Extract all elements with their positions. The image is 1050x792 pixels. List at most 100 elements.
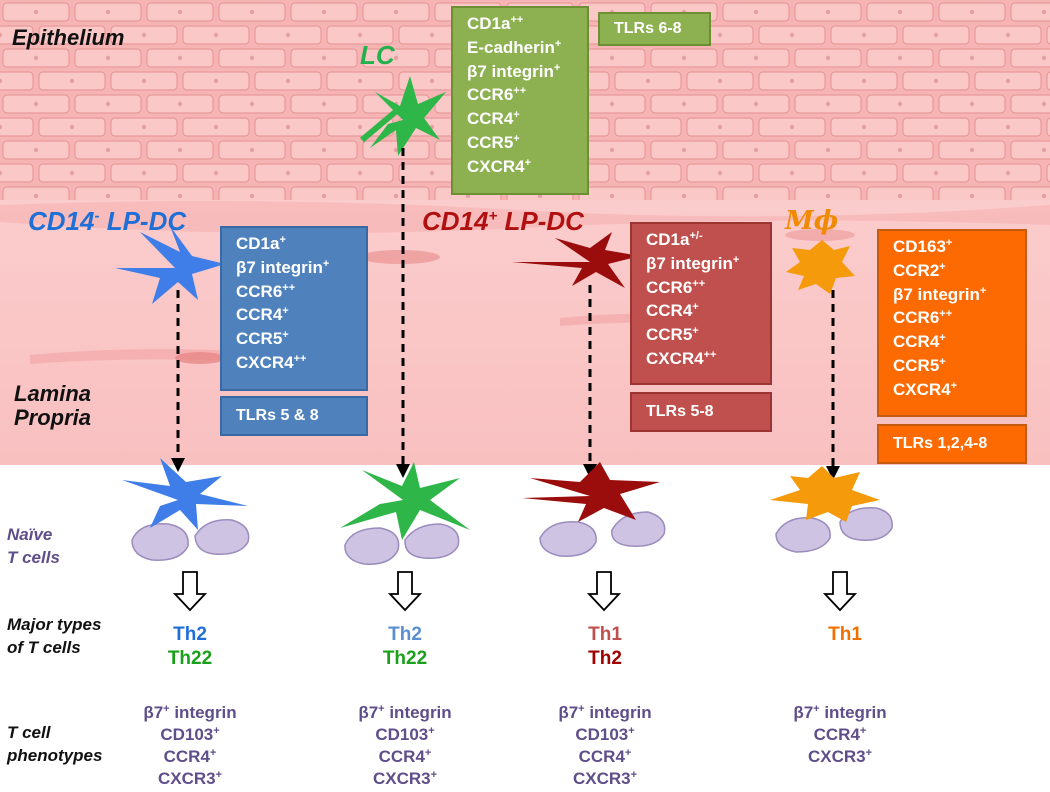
macrophage-marker-name: CXCR4 (893, 379, 951, 399)
lc-marker-level: ++ (513, 85, 527, 98)
cd14neg-marker-2: CCR6++ (236, 280, 352, 304)
lc-marker-name: CCR5 (467, 132, 514, 152)
cd14neg-marker-name: CD1a (236, 234, 280, 253)
cd14pos-phenotype-sup: + (630, 769, 638, 782)
cd14neg-phenotype-0: β7+ integrin (105, 702, 275, 724)
cd14neg-lpdc-cell-icon (115, 226, 225, 304)
macrophage-phenotype-sup: + (813, 703, 820, 715)
cd14neg-phenotype-sup: + (163, 703, 170, 715)
macrophage-marker-name: CD163 (893, 237, 946, 256)
cd14pos-marker-0: CD1a+/- (646, 228, 756, 252)
cd14pos-marker-name: CCR5 (646, 325, 693, 345)
cd14pos-marker-4: CCR5+ (646, 323, 756, 347)
phenotypes-line1: T cell (7, 723, 51, 742)
lc-marker-name: E-cadherin (467, 37, 555, 57)
cd14neg-marker-1: β7 integrin+ (236, 256, 352, 280)
lc-name-text: LC (360, 40, 395, 70)
macrophage-marker-0: CD163+ (893, 235, 1011, 259)
lc-marker-box: CD1a++E-cadherin+β7 integrin+CCR6++CCR4+… (451, 6, 589, 195)
phenotypes-label: T cell phenotypes (7, 722, 102, 768)
major-types-line2: of T cells (7, 637, 81, 657)
macrophage-marker-name: CCR2 (893, 260, 940, 280)
phenotypes-line2: phenotypes (7, 745, 103, 765)
macrophage-marker-5: CCR5+ (893, 354, 1011, 378)
macrophage-marker-level: ++ (939, 308, 953, 321)
macrophage-phenotype-name: CCR4 (813, 725, 860, 745)
cd14neg-phenotype-name: β7 (143, 703, 164, 722)
cd14neg-phenotype-sup: + (215, 769, 223, 782)
major-types-label: Major types of T cells (7, 614, 101, 660)
lc-marker-name: β7 integrin (467, 61, 554, 81)
macrophage-marker-level: + (939, 260, 946, 273)
macrophage-marker-name: CCR4 (893, 332, 940, 352)
macrophage-tlr-box: TLRs 1,2,4-8 (877, 424, 1027, 464)
lc-marker-name: CCR6 (467, 85, 514, 105)
cd14pos-phenotype-name: CCR4 (578, 747, 625, 767)
lc-marker-name: CXCR4 (467, 156, 525, 176)
lc-phenotype-name: CD103 (375, 725, 429, 745)
cd14pos-phenotype-1: CD103+ (520, 724, 690, 746)
cd14pos-phenotype-0: β7+ integrin (520, 702, 690, 724)
cd14neg-marker-4: CCR5+ (236, 327, 352, 351)
cd14pos-phenotype-2: CCR4+ (520, 746, 690, 768)
arrowheads (171, 458, 840, 480)
cd14neg-marker-name: CCR5 (236, 329, 283, 349)
cd14neg-phenotype-name: CXCR3 (157, 769, 216, 789)
lc-phenotype-1: CD103+ (320, 724, 490, 746)
cd14neg-name-sup: - (94, 207, 100, 225)
macrophage-phenotype-0: β7+ integrin (755, 702, 925, 724)
lc-phenotype-name: CCR4 (378, 747, 425, 767)
cd14pos-phenotype-sup: + (624, 747, 632, 760)
lc-phenotype-suffix: integrin (384, 703, 452, 722)
cd14pos-marker-5: CXCR4++ (646, 347, 756, 371)
cd14neg-marker-name: CCR6 (236, 281, 283, 301)
naive-label-line1: Naïve (7, 525, 53, 544)
cd14neg-th-th2: Th2 (173, 624, 207, 645)
cd14neg-marker-level: ++ (293, 352, 307, 365)
cd14neg-phenotype-sup: + (209, 747, 217, 760)
lc-phenotype-name: β7 (358, 703, 379, 722)
cd14neg-phenotype-name: CCR4 (163, 747, 210, 767)
macrophage-marker-2: β7 integrin+ (893, 283, 1011, 307)
cd14neg-phenotype-1: CD103+ (105, 724, 275, 746)
macrophage-cell-icon (786, 240, 855, 294)
cd14pos-dc-interacting-icon (522, 462, 660, 522)
lc-label: LC (360, 40, 395, 71)
lc-marker-1: E-cadherin+ (467, 36, 573, 60)
cd14pos-name-sup: + (488, 207, 498, 225)
cd14pos-marker-level: +/- (689, 230, 703, 242)
lc-marker-name: CCR4 (467, 109, 514, 129)
macrophage-interacting-icon (770, 466, 880, 522)
cd14pos-marker-name: CCR6 (646, 277, 693, 297)
cd14pos-phenotype-name: CD103 (575, 725, 629, 745)
cd14neg-marker-name: CCR4 (236, 305, 283, 325)
macrophage-marker-name: CCR5 (893, 355, 940, 375)
macrophage-marker-4: CCR4+ (893, 330, 1011, 354)
lc-marker-3: CCR6++ (467, 83, 573, 107)
cd14neg-phenotype-sup: + (213, 725, 220, 738)
macrophage-marker-level: + (939, 355, 946, 368)
lc-interacting-icon (340, 462, 470, 540)
naive-label-line2: T cells (7, 547, 60, 567)
cd14pos-marker-level: + (732, 253, 740, 266)
macrophage-label: Mϕ (785, 206, 838, 236)
cd14neg-marker-name: β7 integrin (236, 257, 323, 277)
cd14pos-th-th1: Th1 (588, 624, 622, 645)
cd14pos-marker-3: CCR4+ (646, 299, 756, 323)
cd14pos-marker-1: β7 integrin+ (646, 252, 756, 276)
cd14pos-marker-level: ++ (703, 348, 717, 361)
macrophage-phenotype-sup: + (859, 725, 867, 738)
macrophage-phenotype-1: CCR4+ (755, 724, 925, 746)
cd14pos-marker-box: CD1a+/-β7 integrin+CCR6++CCR4+CCR5+CXCR4… (630, 222, 772, 385)
cd14neg-marker-level: + (282, 329, 289, 342)
cd14pos-marker-name: CXCR4 (646, 348, 704, 368)
lc-marker-level: + (513, 132, 520, 145)
cd14pos-phenotype-name: CXCR3 (572, 769, 631, 789)
macrophage-th-types: Th1 (770, 623, 920, 647)
cd14neg-name-rest: LP-DC (99, 206, 187, 236)
macrophage-marker-name: CCR6 (893, 308, 940, 328)
